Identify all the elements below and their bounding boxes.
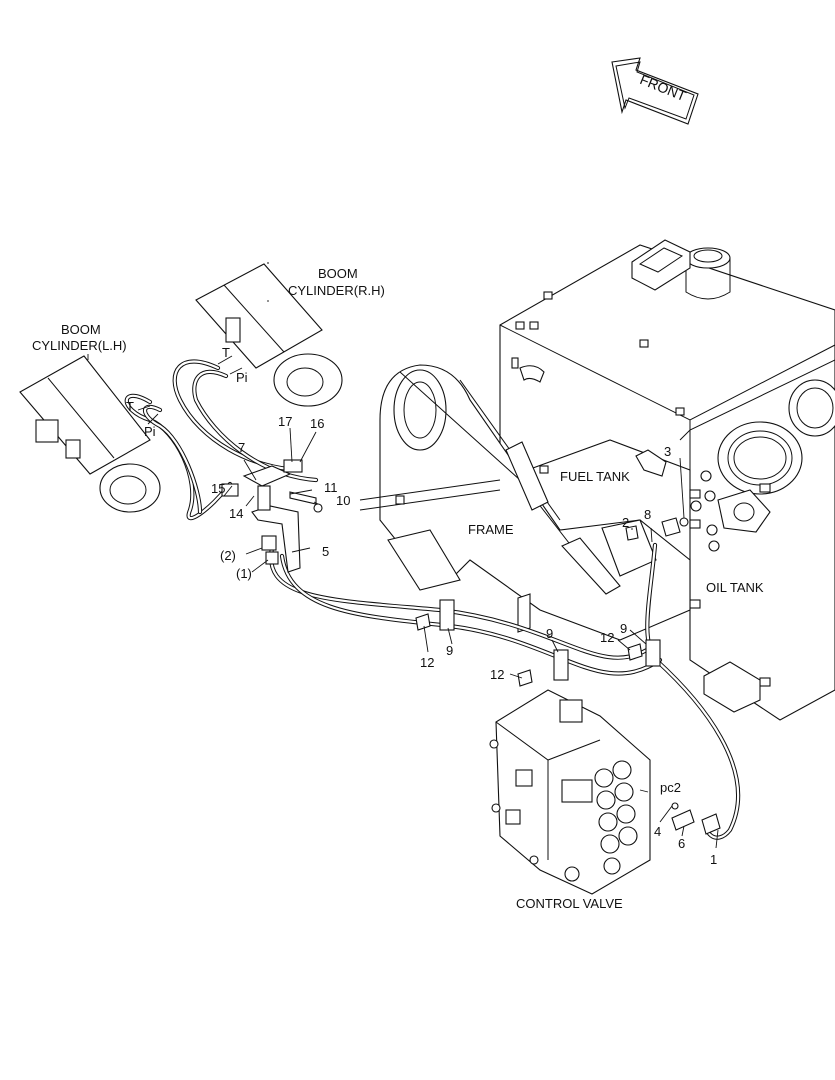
tank-body (499, 239, 835, 721)
lh-port-pi: Pi (144, 424, 156, 439)
oil-tank-label: OIL TANK (706, 580, 764, 595)
boom-cylinder-rh-label-2: CYLINDER(R.H) (288, 283, 385, 298)
rh-port-t: T (222, 345, 230, 360)
labels: BOOM CYLINDER(R.H) BOOM CYLINDER(L.H) FU… (32, 266, 764, 911)
front-arrow-icon: FRONT (611, 57, 699, 125)
port-pc2: pc2 (660, 780, 681, 795)
fuel-tank-label: FUEL TANK (560, 469, 630, 484)
boom-cylinder-rh (195, 262, 343, 407)
boom-cylinder-lh-label-1: BOOM (61, 322, 101, 337)
callout-12b: 12 (490, 667, 504, 682)
callout-9a: 9 (446, 643, 453, 658)
callout-paren-1: (1) (236, 566, 252, 581)
callout-12a: 12 (420, 655, 434, 670)
callout-12c: 12 (600, 630, 614, 645)
callout-3: 3 (664, 444, 671, 459)
lh-port-t: T (126, 399, 134, 414)
rh-port-pi: Pi (236, 370, 248, 385)
callout-9b: 9 (546, 626, 553, 641)
frame-label: FRAME (468, 522, 514, 537)
callout-16: 16 (310, 416, 324, 431)
callout-2: 2 (622, 515, 629, 530)
callout-15: 15 (211, 481, 225, 496)
callout-8: 8 (644, 507, 651, 522)
callout-9c: 9 (620, 621, 627, 636)
callout-5: 5 (322, 544, 329, 559)
callout-17: 17 (278, 414, 292, 429)
callout-7: 7 (238, 440, 245, 455)
boom-cylinder-lh (19, 355, 161, 513)
control-valve (489, 689, 721, 895)
boom-cylinder-rh-label-1: BOOM (318, 266, 358, 281)
clamps (415, 517, 689, 687)
boom-cylinder-lh-label-2: CYLINDER(L.H) (32, 338, 127, 353)
control-valve-label: CONTROL VALVE (516, 896, 623, 911)
callout-4: 4 (654, 824, 661, 839)
leader-lines (87, 300, 719, 849)
callout-10: 10 (336, 493, 350, 508)
callout-14: 14 (229, 506, 243, 521)
callout-6: 6 (678, 836, 685, 851)
frame-body (359, 364, 691, 641)
callout-paren-2: (2) (220, 548, 236, 563)
callout-1: 1 (710, 852, 717, 867)
callout-11: 11 (324, 480, 338, 495)
